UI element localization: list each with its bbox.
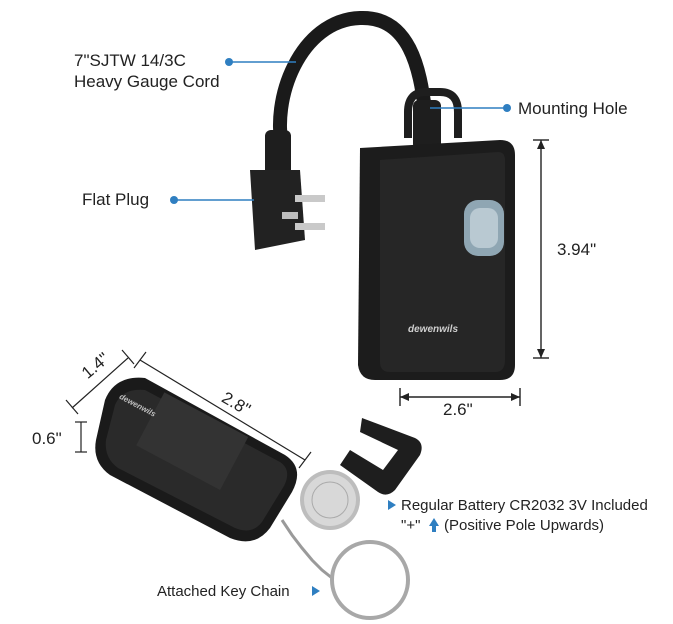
battery-cover: [340, 418, 422, 495]
key-chain-callout: Attached Key Chain: [157, 583, 290, 600]
remote-thickness-label: 0.6": [32, 429, 62, 448]
positive-up-arrow-icon: [429, 518, 439, 532]
outlet-brand-logo: dewenwils: [408, 324, 459, 335]
coin-battery: [300, 470, 360, 530]
outlet-body: [358, 140, 515, 380]
battery-callout-plus: "+": [401, 517, 421, 534]
plug-strain-relief: [265, 130, 291, 180]
flat-plug: [250, 170, 325, 250]
cord-callout-line2: Heavy Gauge Cord: [74, 72, 220, 91]
outlet-width-dimension: [399, 388, 521, 406]
callout-connectors: [170, 58, 511, 204]
remote-control: [95, 377, 298, 542]
power-cord: [273, 10, 432, 157]
mounting-hole-callout: Mounting Hole: [518, 99, 628, 118]
keychain-arrow-icon: [312, 586, 320, 596]
outlet-height-dimension: [533, 139, 549, 359]
outlet-width-label: 2.6": [443, 400, 473, 419]
outlet-height-label: 3.94": [557, 240, 597, 259]
battery-callout-line2: (Positive Pole Upwards): [444, 517, 605, 534]
remote-label-panel: [136, 392, 249, 490]
outlet-strain-relief: [413, 100, 441, 150]
cord-callout-line1: 7"SJTW 14/3C: [74, 51, 186, 70]
remote-thickness-dimension: [75, 421, 87, 453]
remote-width-dimension: [65, 349, 135, 415]
flat-plug-callout: Flat Plug: [82, 190, 150, 209]
mounting-hole: [404, 88, 462, 138]
remote-length-dimension: [133, 351, 312, 469]
battery-callout-line1: Regular Battery CR2032 3V Included: [401, 497, 648, 514]
key-chain: [280, 519, 410, 620]
battery-arrow-icon: [388, 500, 396, 510]
